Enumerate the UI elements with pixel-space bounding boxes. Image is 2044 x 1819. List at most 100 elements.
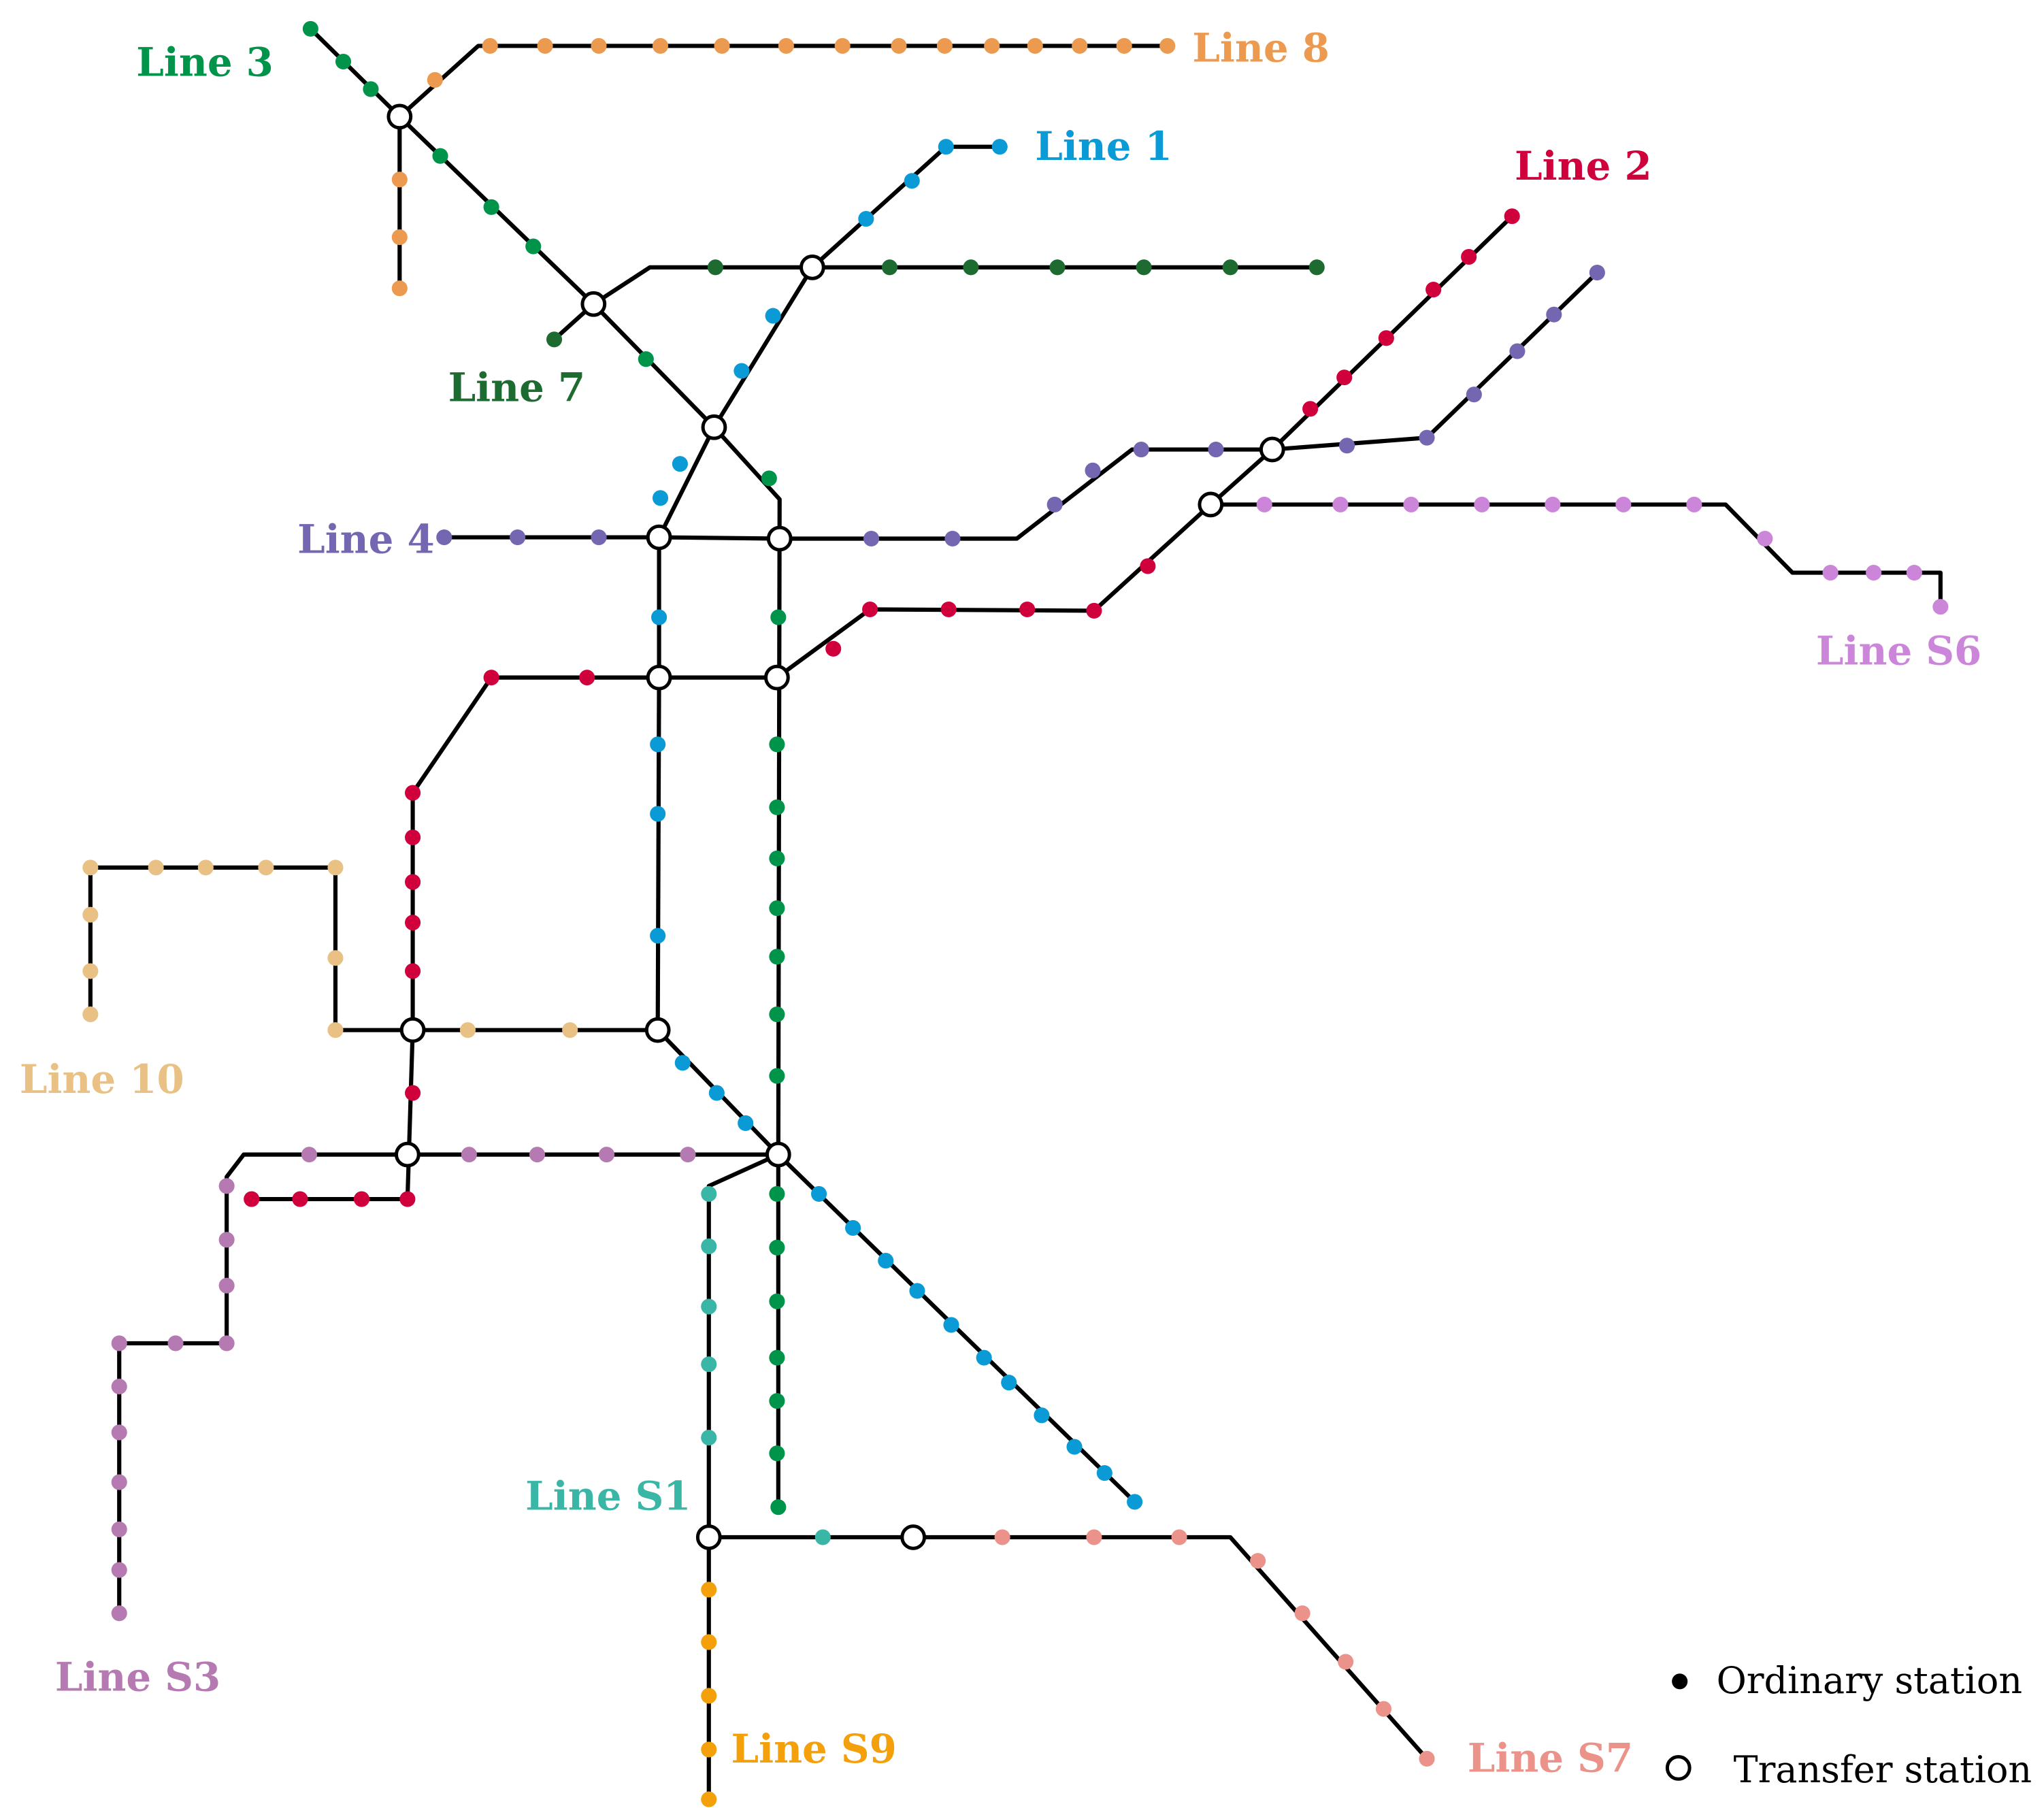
line-2-station-15 — [405, 785, 421, 801]
transfer-station-11 — [395, 1141, 421, 1168]
line-s3-track — [117, 1152, 780, 1616]
line-s6-station-2 — [1332, 496, 1349, 512]
line-s9-station-3 — [701, 1688, 717, 1704]
line-1-station-17 — [845, 1219, 861, 1236]
line-s7-station-7 — [1375, 1701, 1392, 1717]
line-s6-station-4 — [1474, 496, 1490, 512]
line-8-station-9 — [714, 37, 730, 54]
line-2-station-14 — [483, 670, 499, 686]
line-3-station-19 — [769, 1293, 785, 1309]
transfer-station-5 — [646, 524, 672, 551]
line-2-station-5 — [1336, 370, 1353, 386]
line-s6-station-5 — [1545, 496, 1561, 512]
line-label-line-s7: Line S7 — [1468, 1735, 1633, 1782]
line-s7-station-6 — [1338, 1654, 1354, 1670]
line-3-station-23 — [770, 1499, 787, 1515]
line-s3-station-3 — [529, 1147, 546, 1163]
line-1-station-4 — [858, 211, 874, 227]
line-3-station-3 — [363, 81, 379, 97]
line-s9-station-4 — [701, 1741, 717, 1758]
line-3-station-13 — [769, 900, 785, 917]
line-8-station-14 — [984, 37, 1000, 54]
line-4-station-2 — [510, 529, 526, 546]
line-2-station-4 — [1378, 330, 1394, 346]
line-s3-station-7 — [218, 1232, 235, 1248]
transfer-station-8 — [764, 664, 790, 691]
line-s6-track — [1208, 502, 1943, 609]
line-1-station-20 — [943, 1317, 959, 1333]
line-1-station-22 — [1001, 1375, 1017, 1391]
line-3-station-2 — [335, 53, 352, 70]
line-label-line-s3: Line S3 — [55, 1654, 220, 1700]
line-3-station-10 — [769, 736, 785, 753]
transfer-station-14 — [1198, 491, 1224, 518]
line-1-station-15 — [738, 1115, 754, 1131]
line-3-station-17 — [769, 1185, 785, 1202]
line-2-station-11 — [862, 601, 878, 618]
line-label-line-s1: Line S1 — [525, 1473, 691, 1520]
line-10-station-12 — [562, 1022, 578, 1038]
line-8-station-4 — [427, 71, 443, 88]
line-s9-station-5 — [701, 1791, 717, 1807]
line-4-station-13 — [1509, 343, 1526, 359]
line-3-station-1 — [302, 20, 318, 37]
line-8-station-16 — [1072, 37, 1088, 54]
line-4-station-3 — [591, 529, 607, 546]
line-1-station-25 — [1096, 1465, 1112, 1481]
line-s7-station-8 — [1419, 1750, 1435, 1767]
transfer-station-1 — [386, 103, 413, 130]
line-10-station-6 — [197, 859, 214, 876]
line-s6-station-7 — [1686, 496, 1702, 512]
line-8-station-11 — [834, 37, 851, 54]
line-s6-station-6 — [1615, 496, 1632, 512]
line-3-station-21 — [769, 1393, 785, 1409]
line-8-station-3 — [391, 171, 408, 188]
line-10-station-2 — [82, 963, 99, 979]
line-s1-track — [706, 1152, 916, 1540]
line-8-station-8 — [652, 37, 669, 54]
line-8-station-5 — [482, 37, 498, 54]
track-layer — [88, 27, 1943, 1802]
line-label-line-s6: Line S6 — [1816, 627, 1981, 674]
transfer-station-4 — [701, 414, 727, 440]
line-8-station-18 — [1159, 37, 1176, 54]
line-s6-station-1 — [1256, 496, 1272, 512]
line-2-station-17 — [405, 874, 421, 890]
line-s3-station-12 — [111, 1378, 127, 1395]
line-s6-station-10 — [1866, 565, 1882, 581]
line-10-station-9 — [327, 950, 344, 966]
line-s1-station-4 — [701, 1356, 717, 1373]
line-10-station-8 — [327, 859, 344, 876]
line-3-station-9 — [770, 609, 787, 625]
line-2-station-24 — [244, 1191, 260, 1207]
line-4-station-9 — [1208, 441, 1224, 458]
line-s1-station-1 — [701, 1185, 717, 1202]
line-1-station-26 — [1127, 1494, 1143, 1510]
line-1-station-8 — [652, 490, 669, 506]
transfer-station-3 — [800, 254, 825, 280]
line-3-station-11 — [769, 799, 785, 815]
line-s3-station-15 — [111, 1521, 127, 1537]
line-1-station-13 — [674, 1055, 691, 1071]
line-3-station-22 — [769, 1445, 785, 1462]
line-4-station-5 — [944, 530, 961, 547]
line-8-station-6 — [537, 37, 553, 54]
line-s7-track — [911, 1535, 1430, 1761]
line-s6-station-12 — [1932, 599, 1949, 615]
line-3-station-12 — [769, 850, 785, 866]
legend: Ordinary station Transfer station — [1665, 1659, 2032, 1791]
line-1-station-19 — [909, 1283, 925, 1299]
line-s7-station-2 — [1086, 1529, 1102, 1545]
line-s3-station-16 — [111, 1562, 127, 1578]
line-s1-station-2 — [701, 1238, 717, 1254]
line-10-station-1 — [82, 1006, 99, 1023]
line-2-track — [249, 214, 1515, 1202]
line-2-station-6 — [1302, 401, 1319, 417]
line-1-station-21 — [976, 1349, 992, 1366]
line-3-station-14 — [769, 949, 785, 965]
transfer-station-9 — [644, 1017, 671, 1043]
line-s3-station-13 — [111, 1424, 127, 1441]
line-1-station-23 — [1034, 1407, 1050, 1424]
line-s1-station-5 — [701, 1430, 717, 1446]
